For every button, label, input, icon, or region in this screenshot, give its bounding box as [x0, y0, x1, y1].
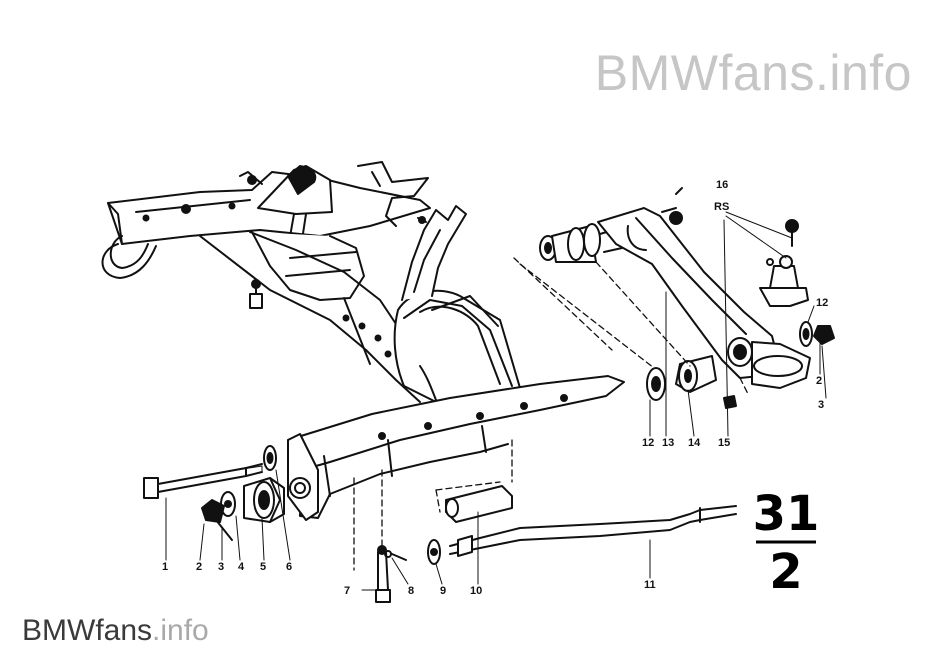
callout-rs: RS [714, 201, 729, 213]
callout-4: 4 [238, 561, 245, 573]
top-fasteners [239, 171, 427, 309]
callout-7: 7 [344, 585, 350, 597]
group-main-number: 31 [753, 486, 820, 542]
callout-15: 15 [718, 437, 730, 449]
callout-8: 8 [408, 585, 414, 597]
callout-13: 13 [662, 437, 674, 449]
callout-2-right: 2 [816, 375, 822, 387]
watermark-top: BMWfans.info [594, 45, 912, 101]
callout-5: 5 [260, 561, 266, 573]
leader-lines [165, 211, 827, 591]
group-sub-number: 2 [769, 544, 802, 600]
control-arm-assembly [513, 187, 835, 409]
watermark-bottom-tld: .info [152, 614, 209, 647]
mount-hardware [375, 485, 513, 603]
callout-11: 11 [644, 579, 656, 591]
watermark-bottom-brand: BMWfans [22, 614, 153, 647]
callout-labels: 1 2 3 4 5 6 7 8 9 10 11 12 13 14 15 16 R… [162, 179, 828, 597]
callout-9: 9 [440, 585, 446, 597]
group-number: 31 2 [753, 486, 820, 600]
callout-10: 10 [470, 585, 482, 597]
tension-strut [449, 505, 737, 557]
callout-1: 1 [162, 561, 168, 573]
callout-2: 2 [196, 561, 202, 573]
callout-12-left: 12 [642, 437, 654, 449]
callout-3-right: 3 [818, 399, 824, 411]
bolt-bushing-assembly [143, 445, 285, 541]
callout-6: 6 [286, 561, 292, 573]
watermark-bottom: BMWfans.info [22, 614, 209, 648]
callout-3: 3 [218, 561, 224, 573]
callout-16: 16 [716, 179, 728, 191]
axle-carrier [101, 161, 625, 571]
callout-12-right: 12 [816, 297, 828, 309]
callout-14: 14 [688, 437, 701, 449]
